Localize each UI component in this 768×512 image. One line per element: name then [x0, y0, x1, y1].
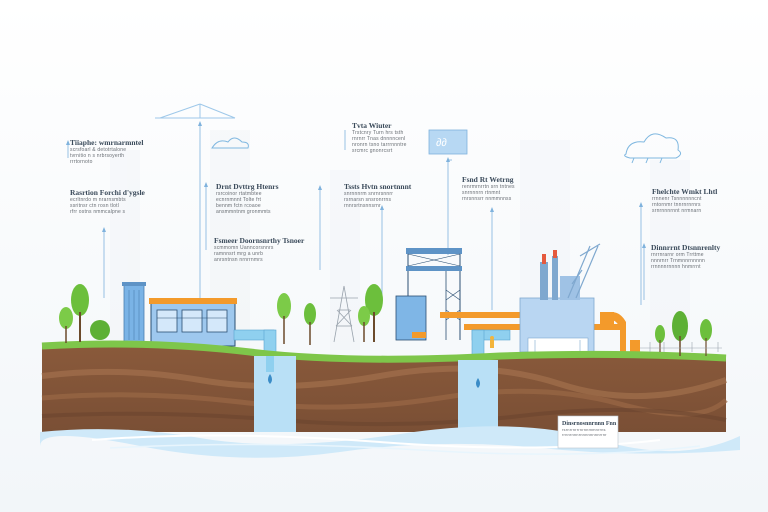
annotation-title: Fsmeer Doornsnrthy Tsnoer — [214, 236, 305, 245]
svg-text:∂∂: ∂∂ — [436, 137, 447, 149]
annotation-line: rsrnarsn snsronrrns — [344, 197, 392, 203]
annotation-line: srnrnnnrnnt nrmnarn — [652, 208, 702, 214]
annotation-line: rfrr ostns nmmcalpne s — [70, 209, 126, 215]
annotation-line: rnrsnnsrr nnmmnnss — [462, 196, 512, 202]
treatment-plant — [149, 298, 237, 347]
crane-outline — [155, 103, 236, 119]
groundwater-shaft-left — [254, 356, 296, 432]
annotation-line: ramnnsrt mrg a unrb — [214, 251, 264, 257]
water-drops-icon: ∂∂ — [428, 129, 468, 155]
annotation-line: ecnrnmnnt Tolte frt — [216, 197, 262, 203]
annotation-line: ecrltnrdo m nrarnsmbts — [70, 197, 126, 203]
annotation-line: renrmrnrrtn srn tntnes — [462, 184, 515, 190]
annotation-line: rrrtornoto — [70, 159, 93, 165]
pump-station — [395, 248, 462, 341]
annotation-8: Fhelchte Wmkt Lhtl rrnnenr Tsnnnnnncnt r… — [652, 187, 717, 214]
annotation-line: nnnrnrr Trnmnnrnnnnn — [651, 258, 706, 264]
cloud-icon — [211, 137, 249, 149]
annotation-line: ansmmntnm gronmmts — [216, 209, 271, 215]
worker-figure — [490, 336, 494, 348]
annotation-line: rntornmr tnnrnrnrnrs — [652, 202, 701, 208]
annotation-7: Fsnd Rt Wetrng renrmrnrrtn srn tntnes sn… — [462, 175, 515, 202]
annotation-3: Drnt Dvttrg Htenrs rsrcoinor rtatmbtee e… — [216, 182, 278, 215]
annotation-4: Fsmeer Doornsnrthy Tsnoer scmmomn Uannco… — [214, 236, 304, 263]
annotation-line: scmmomn Uanncorsnnrs — [214, 245, 274, 251]
annotation-line: Trstcnry Turn hrs tsth — [352, 130, 404, 136]
annotation-line: bennm fctn rcoaoe — [216, 203, 261, 209]
transmission-tower — [330, 285, 358, 343]
callout-box — [557, 415, 619, 449]
annotation-line: ssritnsr ctn rosn tlotl — [70, 203, 120, 209]
annotation-line: rrnnenr Tsnnnnnncnt — [652, 196, 702, 202]
annotation-10: Dinsrnosnnrnnn Fnn rsrnrrnrrrnrnnmmnrrns… — [562, 421, 616, 438]
annotation-title: Dinnrrnt Dtsnnrenlty — [651, 243, 721, 252]
annotation-title: Tvta Wiuter — [352, 121, 392, 130]
annotation-title: Dinsrnosnnrnnn Fnn — [562, 421, 617, 427]
annotation-line: rnnrsrtnsnnsrnr — [344, 203, 381, 209]
annotation-6: Tssts Hvtn snortnnnt snrnnnrm snrnrsnnrr… — [344, 182, 411, 209]
ground-soil — [41, 340, 728, 432]
annotation-title: Drnt Dvttrg Htenrs — [216, 182, 279, 191]
annotation-line: srcmrc gnonrcsrt — [352, 148, 393, 154]
annotation-title: Tssts Hvtn snortnnnt — [344, 182, 412, 191]
annotation-line: rnrnrr Tnas dnnnncenl — [352, 136, 406, 142]
annotation-title: Fhelchte Wmkt Lhtl — [652, 187, 718, 196]
pump-vehicle — [412, 332, 426, 338]
trees — [59, 284, 712, 356]
annotation-title: Tiiaphe: wmrnarmntel — [70, 138, 144, 147]
groundwater-shaft-right — [458, 360, 498, 432]
annotation-5: Tvta Wiuter Trstcnry Turn hrs tsth rnrnr… — [352, 121, 407, 154]
annotation-2: Rasrtion Forchi d'ygsle ecrltnrdo m nrar… — [70, 188, 145, 215]
leader-lines — [67, 124, 645, 420]
annotation-title: Fsnd Rt Wetrng — [462, 175, 514, 184]
annotation-line: rsrnrrnrrrnrnnmmnrrns — [562, 427, 606, 433]
annotation-line: snrnnnrm snrnrsnnrr — [344, 191, 394, 197]
cloud-icon — [624, 133, 682, 164]
leader-arrowheads — [66, 121, 646, 248]
annotation-line: rrnnnnrnnnn hnmrrnt — [651, 264, 701, 270]
water-tower — [122, 282, 146, 343]
annotation-line: nronrn tsno tarrrnnntre — [352, 142, 407, 148]
annotation-9: Dinnrrnt Dtsnnrenlty rnrrnrarnr orm Trrt… — [651, 243, 720, 270]
annotation-line: tvrnitio n s nrbrsoyerth — [70, 153, 125, 159]
factory-crane — [567, 243, 601, 299]
annotation-line: scrsfoarl & detotrtalone — [70, 147, 127, 153]
annotation-line: rnrrnrarnr orm Trrttme — [651, 252, 704, 258]
annotation-1: Tiiaphe: wmrnarmntel scrsfoarl & detotrt… — [70, 138, 143, 165]
annotation-line: rsrcoinor rtatmbtee — [216, 191, 262, 197]
annotation-line: snrnnnrn rtnmnt — [462, 190, 501, 196]
annotation-line: anrsntnsn nrnrrnmrs — [214, 257, 263, 263]
fence — [640, 342, 722, 352]
annotation-title: Rasrtion Forchi d'ygsle — [70, 188, 145, 197]
annotation-line: rrnnrnnnrnnnnnnnnrrnr — [562, 431, 607, 437]
